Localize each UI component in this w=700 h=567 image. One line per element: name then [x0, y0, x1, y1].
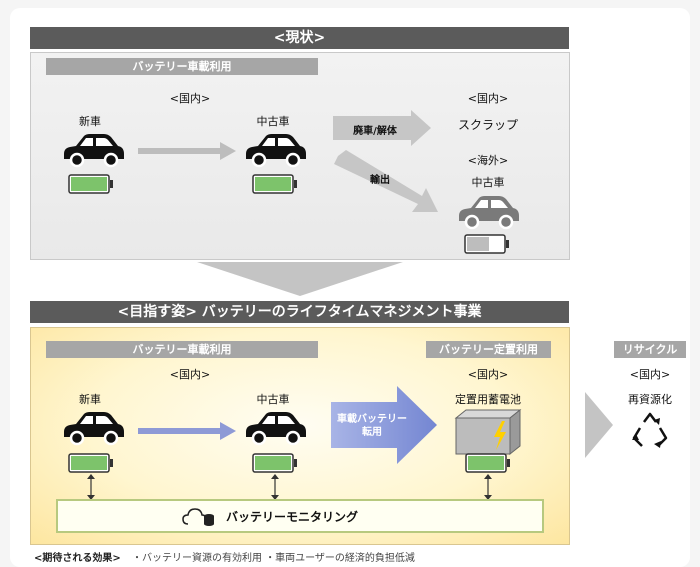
future-onboard-label: バッテリー車載利用	[46, 341, 318, 358]
cloud-database-icon	[182, 508, 214, 526]
reuse-arrow-label: 車載バッテリー 転用	[334, 413, 410, 439]
storage-battery-icon	[454, 408, 522, 456]
current-new-car-label: 新車	[79, 115, 101, 128]
arrow-icon	[138, 422, 236, 440]
reuse-arrow-label-line2: 転用	[362, 427, 382, 438]
reuse-arrow-label-line1: 車載バッテリー	[337, 414, 407, 425]
monitoring-label: バッテリーモニタリング	[226, 510, 359, 524]
future-domestic-label-2: <国内>	[467, 368, 509, 381]
future-title-bar: <目指す姿> バッテリーのライフタイムマネジメント事業	[30, 301, 569, 323]
battery-icon	[252, 453, 297, 473]
export-action-label: 輸出	[370, 175, 390, 186]
recycle-icon	[632, 412, 668, 448]
connector-arrow-icon	[271, 474, 279, 500]
future-used-car-label: 中古車	[256, 393, 290, 406]
current-onboard-label: バッテリー車載利用	[46, 58, 318, 75]
arrow-icon	[138, 142, 236, 160]
footer-heading: <期待される効果>	[34, 553, 121, 564]
connector-arrow-icon	[484, 474, 492, 500]
recycle-label: 再資源化	[628, 393, 672, 406]
overseas-label: <海外>	[467, 154, 509, 167]
car-icon	[64, 412, 124, 446]
scrap-label: スクラップ	[457, 118, 518, 132]
recycle-title: リサイクル	[614, 341, 686, 358]
scrap-action-label: 廃車/解体	[353, 126, 397, 137]
battery-icon	[68, 174, 113, 194]
storage-label: 定置用蓄電池	[455, 393, 521, 406]
current-title-bar: <現状>	[30, 27, 569, 49]
recycle-domestic-label: <国内>	[629, 368, 671, 381]
reuse-arrow-icon	[331, 386, 437, 464]
battery-icon	[464, 234, 509, 254]
scrap-arrow-icon	[333, 110, 431, 146]
car-icon	[64, 134, 124, 168]
car-icon	[459, 196, 519, 230]
footer: <期待される効果> ・バッテリー資源の有効利用 ・車両ユーザーの経済的負担低減	[34, 549, 415, 564]
recycle-arrow-icon	[585, 392, 613, 458]
future-domestic-label: <国内>	[169, 368, 211, 381]
current-domestic-label: <国内>	[169, 92, 211, 105]
connector-arrow-icon	[87, 474, 95, 500]
current-domestic-label-2: <国内>	[467, 92, 509, 105]
car-icon	[246, 412, 306, 446]
car-icon	[246, 134, 306, 168]
battery-icon	[68, 453, 113, 473]
overseas-car-label: 中古車	[471, 176, 505, 189]
battery-icon	[465, 453, 510, 473]
battery-icon	[252, 174, 297, 194]
future-new-car-label: 新車	[79, 393, 101, 406]
down-arrow-icon	[197, 262, 403, 296]
footer-items: ・バッテリー資源の有効利用 ・車両ユーザーの経済的負担低減	[131, 553, 415, 564]
battery-monitoring-box: バッテリーモニタリング	[56, 499, 544, 533]
future-stationary-label: バッテリー定置利用	[426, 341, 551, 358]
current-used-car-label: 中古車	[256, 115, 290, 128]
export-arrow-icon	[334, 150, 438, 212]
